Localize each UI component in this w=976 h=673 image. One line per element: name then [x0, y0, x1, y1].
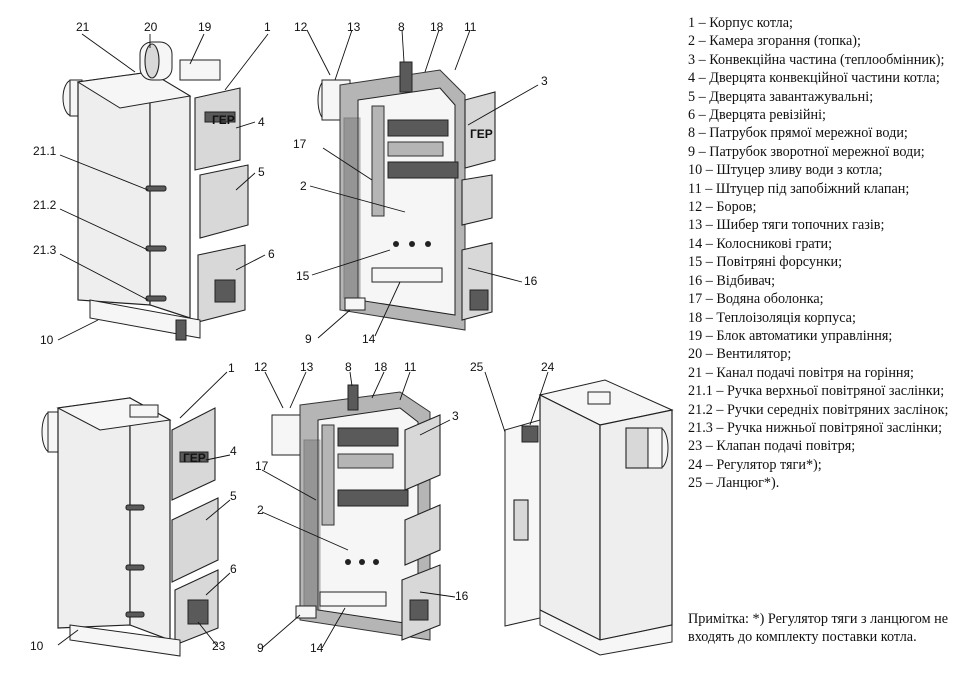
legend-item: 13 – Шибер тяги топочних газів; [688, 217, 885, 234]
callout-12-b: 12 [254, 360, 268, 374]
callout-5-b: 5 [230, 489, 237, 503]
legend-item: 10 – Штуцер зливу води з котла; [688, 162, 883, 179]
callout-10-a: 10 [40, 333, 54, 347]
legend-item: 16 – Відбивач; [688, 272, 776, 289]
legend-item: 19 – Блок автоматики управління; [688, 327, 893, 344]
legend-item: 11 – Штуцер під запобіжний клапан; [688, 180, 910, 197]
legend-item: 5 – Дверцята завантажувальні; [688, 88, 874, 105]
callout-labels: 21 20 19 1 4 5 6 21.1 21.2 21.3 10 12 13… [30, 20, 555, 655]
callout-11-a: 11 [464, 20, 477, 34]
legend-item: 3 – Конвекційна частина (теплообмінник); [688, 51, 945, 68]
view-front-doors-open [41, 396, 219, 657]
callout-14-a: 14 [362, 332, 376, 346]
legend-item: 14 – Колосникові грати; [688, 235, 833, 252]
callout-19: 19 [198, 20, 212, 34]
legend-item: 25 – Ланцюг*). [688, 475, 780, 492]
callout-4-a: 4 [258, 115, 265, 129]
callout-20: 20 [144, 20, 158, 34]
callout-3-a: 3 [541, 74, 548, 88]
legend-item: 15 – Повітряні форсунки; [688, 254, 843, 271]
callout-9-a: 9 [305, 332, 312, 346]
parts-legend: 1 – Корпус котла; 2 – Камера згорання (т… [688, 14, 973, 493]
view-front-fan [62, 41, 249, 341]
callout-14-b: 14 [310, 641, 324, 655]
legend-item: 18 – Теплоізоляція корпуса; [688, 309, 856, 326]
callout-17-a: 17 [293, 137, 307, 151]
legend-item: 8 – Патрубок прямої мережної води; [688, 125, 908, 142]
callout-24: 24 [541, 360, 555, 374]
legend-item: 6 – Дверцята ревізійні; [688, 107, 826, 124]
callout-17-b: 17 [255, 459, 269, 473]
legend-item: 24 – Регулятор тяги*); [688, 456, 822, 473]
callout-15: 15 [296, 269, 310, 283]
legend-item: 21 – Канал подачі повітря на горіння; [688, 364, 914, 381]
legend-item: 4 – Дверцята конвекційної частини котла; [688, 70, 940, 87]
control-unit-19 [179, 59, 221, 81]
callout-25: 25 [470, 360, 484, 374]
brand-text-a: ГЕР [212, 113, 235, 127]
callout-13-b: 13 [300, 360, 314, 374]
legend-item: 2 – Камера згорання (топка); [688, 33, 861, 50]
callout-12-a: 12 [294, 20, 308, 34]
callout-6-b: 6 [230, 562, 237, 576]
callout-16-a: 16 [524, 274, 538, 288]
callout-18-b: 18 [374, 360, 388, 374]
footnote: Примітка: *) Регулятор тяги з ланцюгом н… [688, 611, 949, 646]
callout-8-a: 8 [398, 20, 405, 34]
leader-lines [57, 29, 549, 649]
callout-4-b: 4 [230, 444, 237, 458]
callout-23: 23 [212, 639, 226, 653]
callout-2-b: 2 [257, 503, 264, 517]
callout-10-b: 10 [30, 639, 44, 653]
callout-16-b: 16 [455, 589, 469, 603]
callout-9-b: 9 [257, 641, 264, 655]
legend-item: 21.2 – Ручки середніх повітряних засліно… [688, 401, 949, 418]
legend-item: 20 – Вентилятор; [688, 346, 792, 363]
legend-item: 12 – Боров; [688, 199, 757, 216]
legend-item: 21.3 – Ручка нижньої повітряної заслінки… [688, 419, 943, 436]
legend-item: 21.1 – Ручка верхньої повітряної заслінк… [688, 383, 945, 400]
callout-21: 21 [76, 20, 90, 34]
callout-21-1: 21.1 [33, 144, 57, 158]
callout-1-a: 1 [264, 20, 271, 34]
callout-8-b: 8 [345, 360, 352, 374]
brand-text-b: ГЕР [470, 127, 493, 141]
brand-text-c: ГЕР [183, 451, 206, 465]
callout-3-b: 3 [452, 409, 459, 423]
callout-18-a: 18 [430, 20, 444, 34]
callout-21-2: 21.2 [33, 198, 57, 212]
callout-6-a: 6 [268, 247, 275, 261]
legend-item: 9 – Патрубок зворотної мережної води; [688, 143, 925, 160]
legend-item: 17 – Водяна оболонка; [688, 291, 824, 308]
callout-2-a: 2 [300, 179, 307, 193]
legend-item: 23 – Клапан подачі повітря; [688, 438, 856, 455]
view-rear [504, 379, 674, 656]
callout-13-a: 13 [347, 20, 361, 34]
callout-1-b: 1 [228, 361, 235, 375]
callout-21-3: 21.3 [33, 243, 57, 257]
callout-5-a: 5 [258, 165, 265, 179]
boiler-diagram: ГЕР ГЕР ГЕР 21 20 19 1 4 5 6 21.1 21.2 2… [30, 20, 674, 657]
view-section-bottom [271, 384, 441, 641]
view-section-top [317, 61, 496, 331]
callout-11-b: 11 [404, 360, 417, 374]
legend-item: 1 – Корпус котла; [688, 15, 793, 31]
